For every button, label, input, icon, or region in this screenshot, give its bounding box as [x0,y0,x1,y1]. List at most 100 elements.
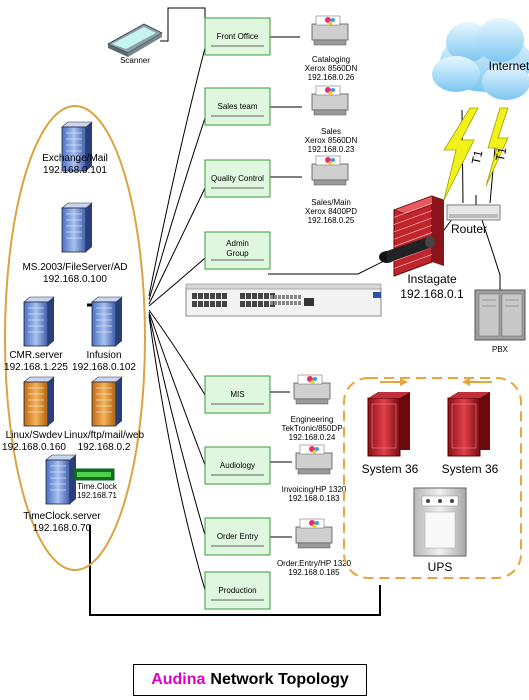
printer-label: 192.168.0.24 [289,433,336,442]
swdev-server-icon [23,376,55,427]
system36-b-label: System 36 [442,462,499,476]
dept-admin-group[interactable]: Admin Group [204,231,271,270]
system36-a-icon [367,392,410,457]
printer-label: 192.168.0.183 [288,494,340,503]
printer-label: Xerox 8560DN [305,136,358,145]
ups-label: UPS [428,560,453,574]
internet-cloud-icon [432,18,529,100]
timeclock-device-label: Time.Clock [77,482,118,491]
dept-label-line1: Admin [226,239,249,248]
timeclock-server-label: TimeClock.server [23,511,101,522]
fileserver-icon [61,202,93,253]
internet-label: Internet [489,59,529,73]
link-production [148,315,206,591]
server-labels: Exchange/Mail 192.168.0.101 MS.2003/File… [2,153,144,534]
dept-label-line2: Group [226,249,249,258]
printer-label: TekTronic/850DP [281,424,342,433]
exchange-server-label: Exchange/Mail [42,153,108,164]
pbx-icon [474,289,526,341]
printer-icon [311,85,349,116]
timeclock-device-ip: 192.168.71 [77,491,118,500]
swdev-server-label: Linux/Swdev [6,430,63,441]
dept-production[interactable]: Production [204,571,271,610]
exchange-server-icon [61,121,93,172]
title-text: Network Topology [210,671,349,688]
printer-icon [311,155,349,186]
exchange-server-ip: 192.168.0.101 [43,165,107,176]
printer-label: 192.168.0.25 [308,216,355,225]
servers [23,121,123,505]
router-icon [445,204,502,221]
dept-order-entry[interactable]: Order Entry [204,517,271,556]
fileserver-label: MS.2003/FileServer/AD [22,262,127,273]
printer-label: Xerox 8560DN [305,64,358,73]
dept-label: Production [218,586,256,595]
timeclock-device-icon [73,468,115,481]
printer-label: 192.168.0.185 [288,568,340,577]
infusion-server-label: Infusion [86,350,121,361]
ups-icon [413,487,467,557]
printer-label: Engineering [291,415,334,424]
cmr-server-icon [23,296,55,347]
t1-label-a: T1 [469,149,486,166]
swdev-server-ip: 192.168.0.160 [2,442,66,453]
link-sales-team [148,117,206,301]
dept-sales-team[interactable]: Sales team [204,87,271,126]
infusion-server-icon [91,296,123,347]
server-group-ellipse [4,105,146,571]
link-mis [148,309,206,396]
printer-icons [293,15,349,549]
cmr-server-ip: 192.168.1.225 [4,362,68,373]
dept-front-office[interactable]: Front Office [204,17,271,56]
link-audiology [148,311,206,466]
link-order-entry [148,313,206,536]
diagram-title: Audina Network Topology [133,664,367,696]
pbx-label: PBX [492,345,509,354]
infusion-server-ip: 192.168.0.102 [72,362,136,373]
dept-label: MIS [230,390,244,399]
link-switch-firewall [268,256,393,275]
system36-a-label: System 36 [362,462,419,476]
firewall-icon [379,195,445,277]
scanner-link [160,7,206,42]
ftpmail-server-ip: 192.168.0.2 [78,442,131,453]
title-company: Audina [151,671,206,688]
dept-label: Front Office [217,32,259,41]
system36-arrow-right [380,378,408,386]
ftpmail-server-icon [91,376,123,427]
firewall-ip: 192.168.0.1 [400,287,464,301]
printer-label: Sales/Main [311,198,351,207]
timeclock-server-icon [45,454,77,505]
printer-label: 192.168.0.26 [308,73,355,82]
link-front-office [148,47,206,297]
printer-label: Cataloging [312,55,350,64]
dept-label: Order Entry [217,532,258,541]
firewall-label: Instagate [407,272,457,286]
link-system36 [89,525,381,616]
printer-icon [311,15,349,46]
dept-label: Quality Control [211,174,264,183]
system36-arrow-left [462,378,492,386]
printer-label: Invoicing/HP 1320 [282,485,347,494]
system36-b-icon [447,392,490,457]
system36-group-border [343,377,522,579]
dept-audiology[interactable]: Audiology [204,446,271,485]
printer-label: 192.168.0.23 [308,145,355,154]
dept-mis[interactable]: MIS [204,375,271,414]
link-quality-control [148,187,206,305]
printer-label: Order.Entry/HP 1320 [277,559,352,568]
scanner-label: Scanner [120,56,150,65]
fileserver-ip: 192.168.0.100 [43,274,107,285]
t1-label-b: T1 [493,146,510,163]
network-switch-icon [185,283,382,317]
router-label: Router [451,222,487,236]
printer-icon [295,518,333,549]
printer-icon [295,444,333,475]
printer-labels: Cataloging Xerox 8560DN 192.168.0.26 Sal… [277,55,358,577]
t1-lightning-icons [443,107,509,201]
dept-label: Sales team [217,102,257,111]
timeclock-server-ip: 192.168.0.70 [33,523,92,534]
dept-quality-control[interactable]: Quality Control [204,159,271,198]
link-admin-group [148,257,206,307]
